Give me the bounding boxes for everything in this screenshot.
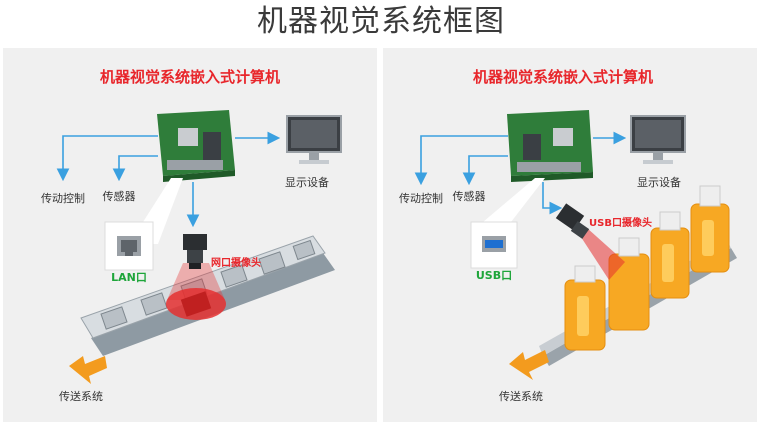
usb-light-beam [579, 228, 625, 280]
lan-display-device [286, 115, 342, 164]
usb-heading: 机器视觉系统嵌入式计算机 [473, 68, 653, 86]
lan-connection-arrows [56, 131, 281, 228]
lan-camera-label: 网口摄像头 [211, 256, 261, 269]
lan-diagram: 机器视觉系统嵌入式计算机 [41, 68, 342, 403]
main-title: 机器视觉系统框图 [257, 4, 505, 39]
usb-diagram: 机器视觉系统嵌入式计算机 [399, 68, 737, 403]
usb-port-callout [483, 178, 545, 222]
usb-display-device [630, 115, 686, 164]
usb-motion-label: 传动控制 [399, 191, 443, 205]
usb-bottles [564, 185, 730, 351]
usb-port-label: USB口 [476, 269, 512, 282]
usb-conveyor-arrow [509, 350, 549, 380]
usb-sensor-label: 传感器 [453, 190, 486, 203]
usb-camera-label: USB口摄像头 [589, 216, 652, 229]
usb-computer-board [507, 110, 593, 182]
usb-port-box [470, 221, 518, 269]
usb-panel: 机器视觉系统嵌入式计算机 [383, 48, 757, 422]
lan-computer-board [157, 110, 235, 182]
lan-conveyor-label: 传送系统 [59, 389, 103, 403]
lan-camera [183, 234, 207, 269]
usb-connection-arrows [414, 131, 627, 215]
lan-display-label: 显示设备 [285, 175, 329, 189]
usb-conveyor-label: 传送系统 [499, 389, 543, 403]
lan-port-label: LAN口 [111, 271, 147, 284]
lan-light-spot [166, 263, 226, 320]
lan-port-box [104, 221, 154, 271]
lan-panel: 机器视觉系统嵌入式计算机 [3, 48, 377, 422]
lan-heading: 机器视觉系统嵌入式计算机 [100, 68, 280, 86]
lan-conveyor-arrow [69, 356, 107, 384]
panel-divider [379, 48, 380, 422]
usb-camera [555, 203, 590, 239]
usb-display-label: 显示设备 [637, 175, 681, 189]
lan-motion-label: 传动控制 [41, 191, 85, 205]
lan-sensor-label: 传感器 [103, 190, 136, 203]
